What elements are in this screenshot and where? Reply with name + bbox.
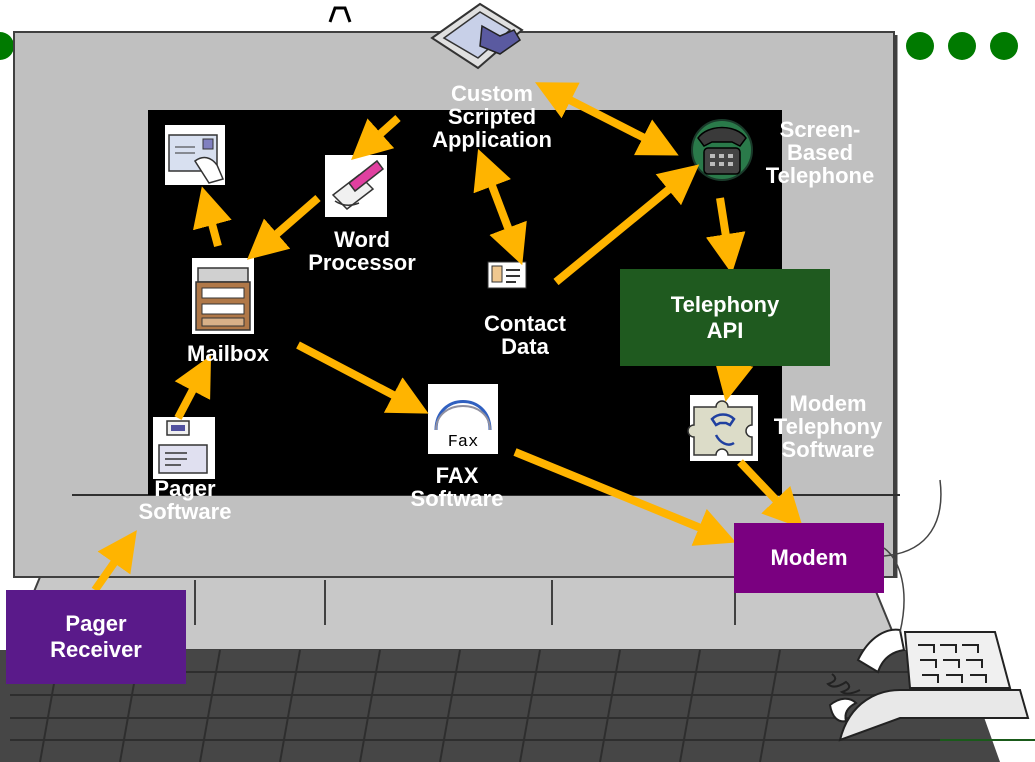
arrow-app-phone xyxy=(535,82,679,156)
arrow-receiver-to-pagersoftware xyxy=(91,530,137,593)
title-fragment xyxy=(328,6,352,23)
decorative-dots xyxy=(0,32,1018,60)
pager-software-icon xyxy=(153,417,215,479)
arrow-phone-to-api xyxy=(705,197,746,274)
arrow-app-to-wordprocessor xyxy=(351,115,401,161)
arrow-wordprocessor-to-mailbox xyxy=(246,194,321,260)
arrow-contact-to-phone xyxy=(553,164,700,286)
modem-box: Modem xyxy=(734,523,884,593)
custom-application-icon xyxy=(430,2,524,70)
arrow-fax-to-modem xyxy=(513,448,737,546)
screen-telephone-icon xyxy=(691,119,753,181)
mailbox-label: Mailbox xyxy=(187,341,269,366)
desk-telephone-icon xyxy=(826,547,1030,742)
arrow-mailbox-to-fax xyxy=(296,341,429,414)
arrow-modemsoftware-to-modem xyxy=(737,459,804,529)
fax-icon: Fax xyxy=(428,384,498,454)
title-mask xyxy=(30,0,410,20)
arrow-mailbox-to-envelope xyxy=(193,186,232,248)
envelope-icon xyxy=(165,125,225,185)
fax-icon-label: Fax xyxy=(448,433,479,452)
mailbox-icon xyxy=(192,258,254,334)
modem-cable xyxy=(883,479,942,557)
word-processor-icon xyxy=(325,155,387,217)
modem-software-icon xyxy=(687,395,758,461)
arrow-app-contact xyxy=(473,148,527,266)
contact-card-icon xyxy=(487,261,527,289)
keyboard xyxy=(0,649,1035,762)
arrows xyxy=(91,82,804,593)
arrow-mailbox-pager xyxy=(174,355,212,420)
arrow-api-to-modemsoftware xyxy=(714,358,754,402)
